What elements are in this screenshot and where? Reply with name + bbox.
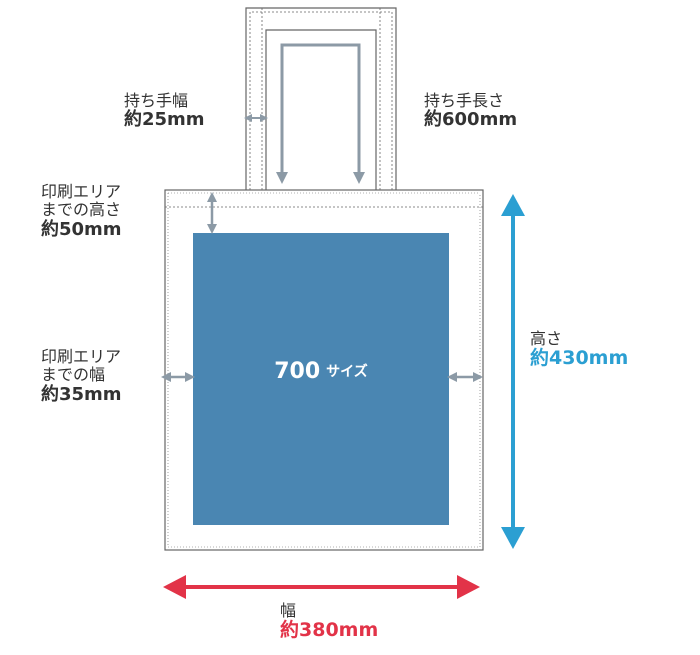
handle-width-title: 持ち手幅 bbox=[124, 91, 189, 110]
print-top-line2: までの高さ bbox=[41, 200, 122, 220]
bag-handle bbox=[245, 7, 397, 209]
print-size-number: 700 bbox=[274, 358, 321, 384]
print-side-line1: 印刷エリア bbox=[41, 347, 122, 366]
height-title: 高さ bbox=[530, 329, 563, 348]
print-top-value: 約50mm bbox=[41, 218, 122, 240]
print-side-value: 約35mm bbox=[41, 383, 122, 405]
print-top-margin-label: 印刷エリア までの高さ 約50mm bbox=[41, 182, 122, 240]
height-value: 約430mm bbox=[530, 347, 629, 370]
handle-length-arrow bbox=[276, 43, 365, 184]
height-arrow bbox=[501, 194, 525, 549]
handle-length-value: 約600mm bbox=[424, 109, 518, 131]
width-value: 約380mm bbox=[280, 619, 379, 642]
width-label: 幅 約380mm bbox=[280, 601, 379, 642]
width-arrow bbox=[163, 575, 480, 599]
print-side-margin-label: 印刷エリア までの幅 約35mm bbox=[41, 347, 122, 405]
handle-width-value: 約25mm bbox=[124, 109, 205, 131]
height-label: 高さ 約430mm bbox=[530, 329, 629, 370]
print-size-label: 700 サイズ bbox=[193, 225, 449, 517]
print-size-suffix: サイズ bbox=[326, 364, 368, 380]
print-side-line2: までの幅 bbox=[41, 365, 106, 385]
handle-width-label: 持ち手幅 約25mm bbox=[124, 91, 205, 131]
print-area bbox=[193, 233, 449, 525]
width-title: 幅 bbox=[280, 601, 297, 620]
handle-length-label: 持ち手長さ 約600mm bbox=[424, 91, 518, 131]
print-top-line1: 印刷エリア bbox=[41, 182, 122, 201]
handle-length-title: 持ち手長さ bbox=[424, 91, 505, 110]
